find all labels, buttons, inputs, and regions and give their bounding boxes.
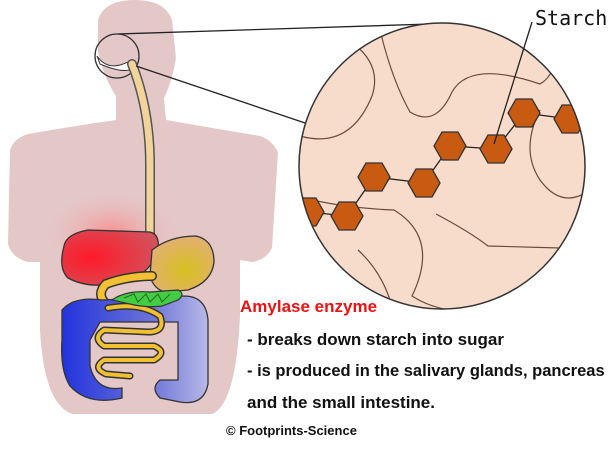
glucose-hexagon — [357, 162, 391, 192]
magnified-circle-border — [298, 22, 586, 310]
starch-pointer-line — [493, 21, 533, 145]
description-line-3: and the small intestine. — [247, 393, 435, 412]
pointer-line-bottom — [135, 65, 315, 127]
copyright-notice: © Footprints-Science — [226, 423, 357, 438]
description-line-1: - breaks down starch into sugar — [247, 330, 504, 349]
glucose-hexagon — [507, 98, 541, 128]
small-intestine — [96, 304, 164, 378]
glucose-hexagon — [479, 134, 513, 164]
duodenum — [97, 272, 156, 308]
magnified-background — [299, 23, 585, 309]
enzyme-title: Amylase enzyme — [240, 297, 378, 316]
starch-label: Starch — [535, 6, 608, 30]
pancreas-texture — [123, 293, 171, 303]
glucose-hexagon — [433, 131, 467, 161]
mouth-magnifier-circle — [94, 33, 140, 79]
glucose-hexagon — [330, 201, 364, 231]
body-silhouette — [8, 0, 278, 414]
pancreas — [110, 289, 183, 308]
magnified-view — [298, 22, 586, 310]
large-intestine — [61, 295, 209, 404]
liver — [61, 229, 159, 286]
stomach — [149, 235, 215, 293]
description-line-2: - is produced in the salivary glands, pa… — [247, 362, 605, 380]
pointer-line-top — [117, 23, 431, 35]
esophagus — [128, 60, 154, 262]
glucose-hexagon — [407, 168, 441, 198]
